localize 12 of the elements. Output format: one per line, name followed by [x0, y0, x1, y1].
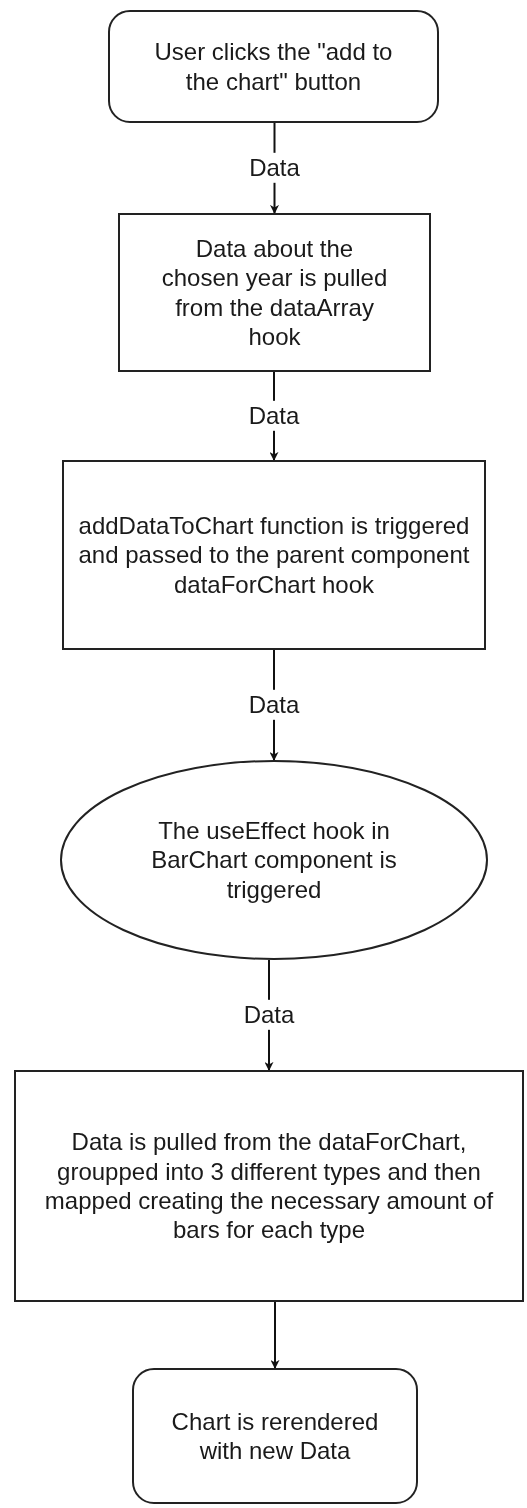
- node-text: Data is pulled from the dataForChart, groupped into 3 different types and then mapped creating the necessary amount of bars for each type: [43, 1127, 495, 1245]
- node-text: The useEffect hook in BarChart component is triggered: [150, 816, 398, 904]
- end-box: [132, 1368, 418, 1504]
- arrow: [270, 1301, 280, 1369]
- node-text: Chart is rerendered with new Data: [170, 1406, 380, 1466]
- node-text: User clicks the "add to the chart" button: [153, 37, 394, 96]
- start-box: [108, 10, 439, 123]
- process-box: [118, 213, 431, 372]
- node-text: Data about the chosen year is pulled from the dataArray hook: [160, 233, 389, 352]
- process-box: [62, 460, 486, 650]
- process-box: [14, 1070, 524, 1302]
- node-text: addDataToChart function is triggered and passed to the parent component dataForChart hook: [77, 511, 471, 599]
